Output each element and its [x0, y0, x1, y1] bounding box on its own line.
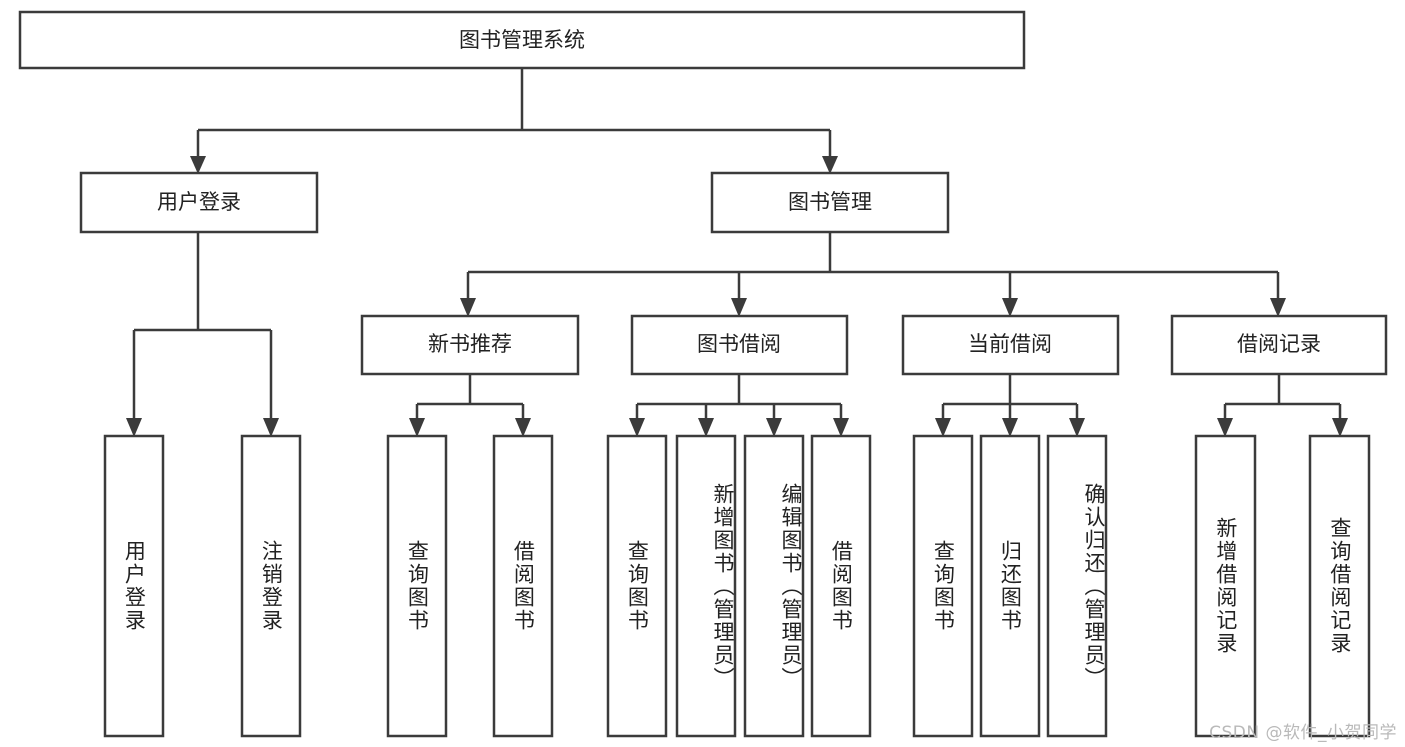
node-leaf-add-record-box[interactable]: [1194, 434, 1257, 738]
arrow-head-leaf-return-book: [1002, 418, 1018, 437]
arrow-head-leaf-edit-book: [766, 418, 782, 437]
node-leaf-confirm-return-box[interactable]: [1046, 434, 1108, 738]
node-user-login-box[interactable]: [79, 171, 319, 234]
node-new-book-recommend-box[interactable]: [360, 314, 580, 376]
node-new-book-recommend-label: 新书推荐: [428, 332, 512, 356]
node-book-borrow-box[interactable]: [630, 314, 849, 376]
arrow-head-current-borrow: [1002, 298, 1018, 317]
node-leaf-add-book-box[interactable]: [675, 434, 737, 738]
node-layer: 图书管理系统 用户登录 图书管理 新书推荐 图书借阅 当前: [18, 10, 1388, 738]
arrow-head-leaf-confirm-return: [1069, 418, 1085, 437]
node-leaf-borrow-book-1-box[interactable]: [492, 434, 554, 738]
node-book-management-label: 图书管理: [788, 190, 872, 214]
node-book-management[interactable]: 图书管理: [710, 171, 950, 234]
node-root-label: 图书管理系统: [459, 28, 585, 52]
arrow-head-new-book-recommend: [460, 298, 476, 317]
node-current-borrow-label: 当前借阅: [968, 332, 1052, 356]
arrow-head-leaf-query-book-1: [409, 418, 425, 437]
node-book-borrow[interactable]: 图书借阅: [630, 314, 849, 376]
node-borrow-record-label: 借阅记录: [1237, 332, 1321, 356]
node-leaf-return-book-box[interactable]: [979, 434, 1041, 738]
node-current-borrow-box[interactable]: [901, 314, 1120, 376]
arrow-head-leaf-query-book-2: [629, 418, 645, 437]
arrow-head-leaf-query-record: [1332, 418, 1348, 437]
node-leaf-query-book-1-box[interactable]: [386, 434, 448, 738]
connector-layer: [126, 68, 1348, 437]
node-new-book-recommend[interactable]: 新书推荐: [360, 314, 580, 376]
arrow-head-book-borrow: [731, 298, 747, 317]
arrow-head-borrow-record: [1270, 298, 1286, 317]
arrow-head-leaf-query-book-3: [935, 418, 951, 437]
node-current-borrow[interactable]: 当前借阅: [901, 314, 1120, 376]
arrow-head-leaf-borrow-book-2: [833, 418, 849, 437]
arrow-head-leaf-add-book: [698, 418, 714, 437]
node-root-box[interactable]: [18, 10, 1026, 70]
node-user-login-label: 用户登录: [157, 190, 241, 214]
arrow-head-leaf-user-login: [126, 418, 142, 437]
node-book-borrow-label: 图书借阅: [697, 332, 781, 356]
node-leaf-edit-book-box[interactable]: [743, 434, 805, 738]
node-root[interactable]: 图书管理系统: [18, 10, 1026, 70]
node-leaf-query-book-3-box[interactable]: [912, 434, 974, 738]
arrow-head-leaf-borrow-book-1: [515, 418, 531, 437]
node-leaf-query-book-2-box[interactable]: [606, 434, 668, 738]
node-leaf-user-login-box[interactable]: [103, 434, 165, 738]
node-leaf-logout-login-box[interactable]: [240, 434, 302, 738]
node-borrow-record-box[interactable]: [1170, 314, 1388, 376]
node-book-management-box[interactable]: [710, 171, 950, 234]
arrow-head-leaf-logout-login: [263, 418, 279, 437]
node-borrow-record[interactable]: 借阅记录: [1170, 314, 1388, 376]
node-leaf-borrow-book-2-box[interactable]: [810, 434, 872, 738]
node-user-login[interactable]: 用户登录: [79, 171, 319, 234]
csdn-watermark: CSDN @软件_小贺同学: [1209, 723, 1397, 743]
arrow-head-book-management: [822, 156, 838, 174]
arrow-head-leaf-add-record: [1217, 418, 1233, 437]
node-leaf-query-record-box[interactable]: [1308, 434, 1371, 738]
arrow-head-user-login: [190, 156, 206, 174]
